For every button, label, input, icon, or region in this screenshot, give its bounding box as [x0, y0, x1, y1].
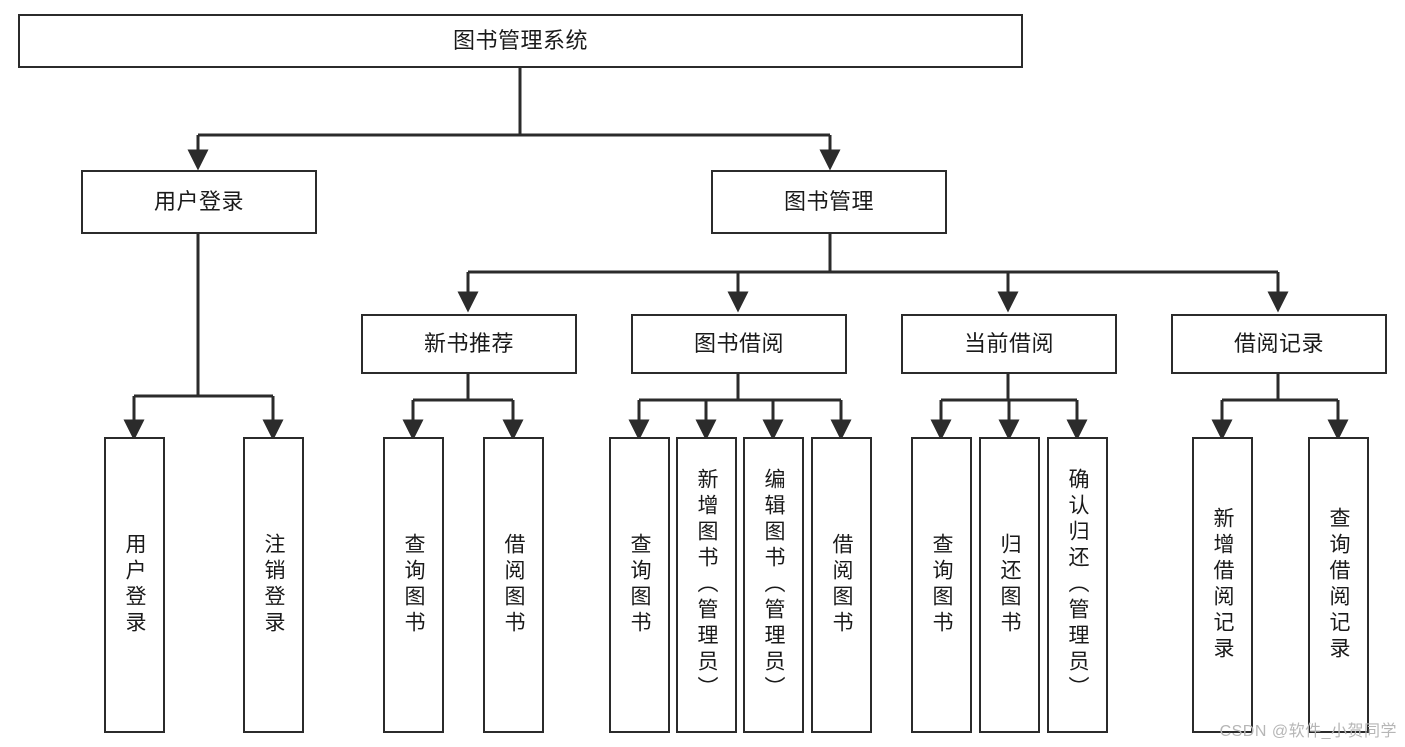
node-root-label: 图书管理系统 — [452, 28, 588, 54]
node-root[interactable]: 图书管理系统 — [18, 14, 1023, 68]
node-current-borrow[interactable]: 当前借阅 — [901, 314, 1117, 374]
node-leaf-query-book-1[interactable]: 查询图书 — [383, 437, 444, 733]
node-leaf-query-book-2[interactable]: 查询图书 — [609, 437, 670, 733]
node-book-manage[interactable]: 图书管理 — [711, 170, 947, 234]
node-user-login-label: 用户登录 — [153, 189, 244, 215]
node-leaf-confirm-return[interactable]: 确认归还（管理员） — [1047, 437, 1108, 733]
node-new-book-recommend-label: 新书推荐 — [423, 331, 514, 357]
node-leaf-query-book-3-label: 查询图书 — [930, 533, 953, 637]
node-leaf-add-book-label: 新增图书（管理员） — [695, 468, 718, 702]
node-borrow-record[interactable]: 借阅记录 — [1171, 314, 1387, 374]
node-leaf-user-login-label: 用户登录 — [123, 533, 146, 637]
node-user-login[interactable]: 用户登录 — [81, 170, 317, 234]
node-book-borrow-label: 图书借阅 — [693, 331, 784, 357]
node-leaf-query-book-2-label: 查询图书 — [628, 533, 651, 637]
node-leaf-user-login[interactable]: 用户登录 — [104, 437, 165, 733]
node-book-borrow[interactable]: 图书借阅 — [631, 314, 847, 374]
node-leaf-logout-login[interactable]: 注销登录 — [243, 437, 304, 733]
node-leaf-add-book[interactable]: 新增图书（管理员） — [676, 437, 737, 733]
node-leaf-return-book-label: 归还图书 — [998, 533, 1021, 637]
node-leaf-query-record-label: 查询借阅记录 — [1327, 507, 1350, 663]
node-leaf-query-book-1-label: 查询图书 — [402, 533, 425, 637]
node-borrow-record-label: 借阅记录 — [1233, 331, 1324, 357]
node-leaf-return-book[interactable]: 归还图书 — [979, 437, 1040, 733]
node-leaf-edit-book-label: 编辑图书（管理员） — [762, 468, 785, 702]
node-leaf-borrow-book-1-label: 借阅图书 — [502, 533, 525, 637]
watermark-text: CSDN @软件_小贺同学 — [1219, 723, 1397, 740]
node-current-borrow-label: 当前借阅 — [963, 331, 1054, 357]
node-new-book-recommend[interactable]: 新书推荐 — [361, 314, 577, 374]
node-leaf-edit-book[interactable]: 编辑图书（管理员） — [743, 437, 804, 733]
node-leaf-borrow-book-2-label: 借阅图书 — [830, 533, 853, 637]
node-leaf-add-record-label: 新增借阅记录 — [1211, 507, 1234, 663]
node-book-manage-label: 图书管理 — [783, 189, 874, 215]
node-leaf-logout-login-label: 注销登录 — [262, 533, 285, 637]
node-leaf-confirm-return-label: 确认归还（管理员） — [1066, 468, 1089, 702]
node-leaf-query-book-3[interactable]: 查询图书 — [911, 437, 972, 733]
node-leaf-query-record[interactable]: 查询借阅记录 — [1308, 437, 1369, 733]
node-leaf-borrow-book-1[interactable]: 借阅图书 — [483, 437, 544, 733]
node-leaf-add-record[interactable]: 新增借阅记录 — [1192, 437, 1253, 733]
node-leaf-borrow-book-2[interactable]: 借阅图书 — [811, 437, 872, 733]
